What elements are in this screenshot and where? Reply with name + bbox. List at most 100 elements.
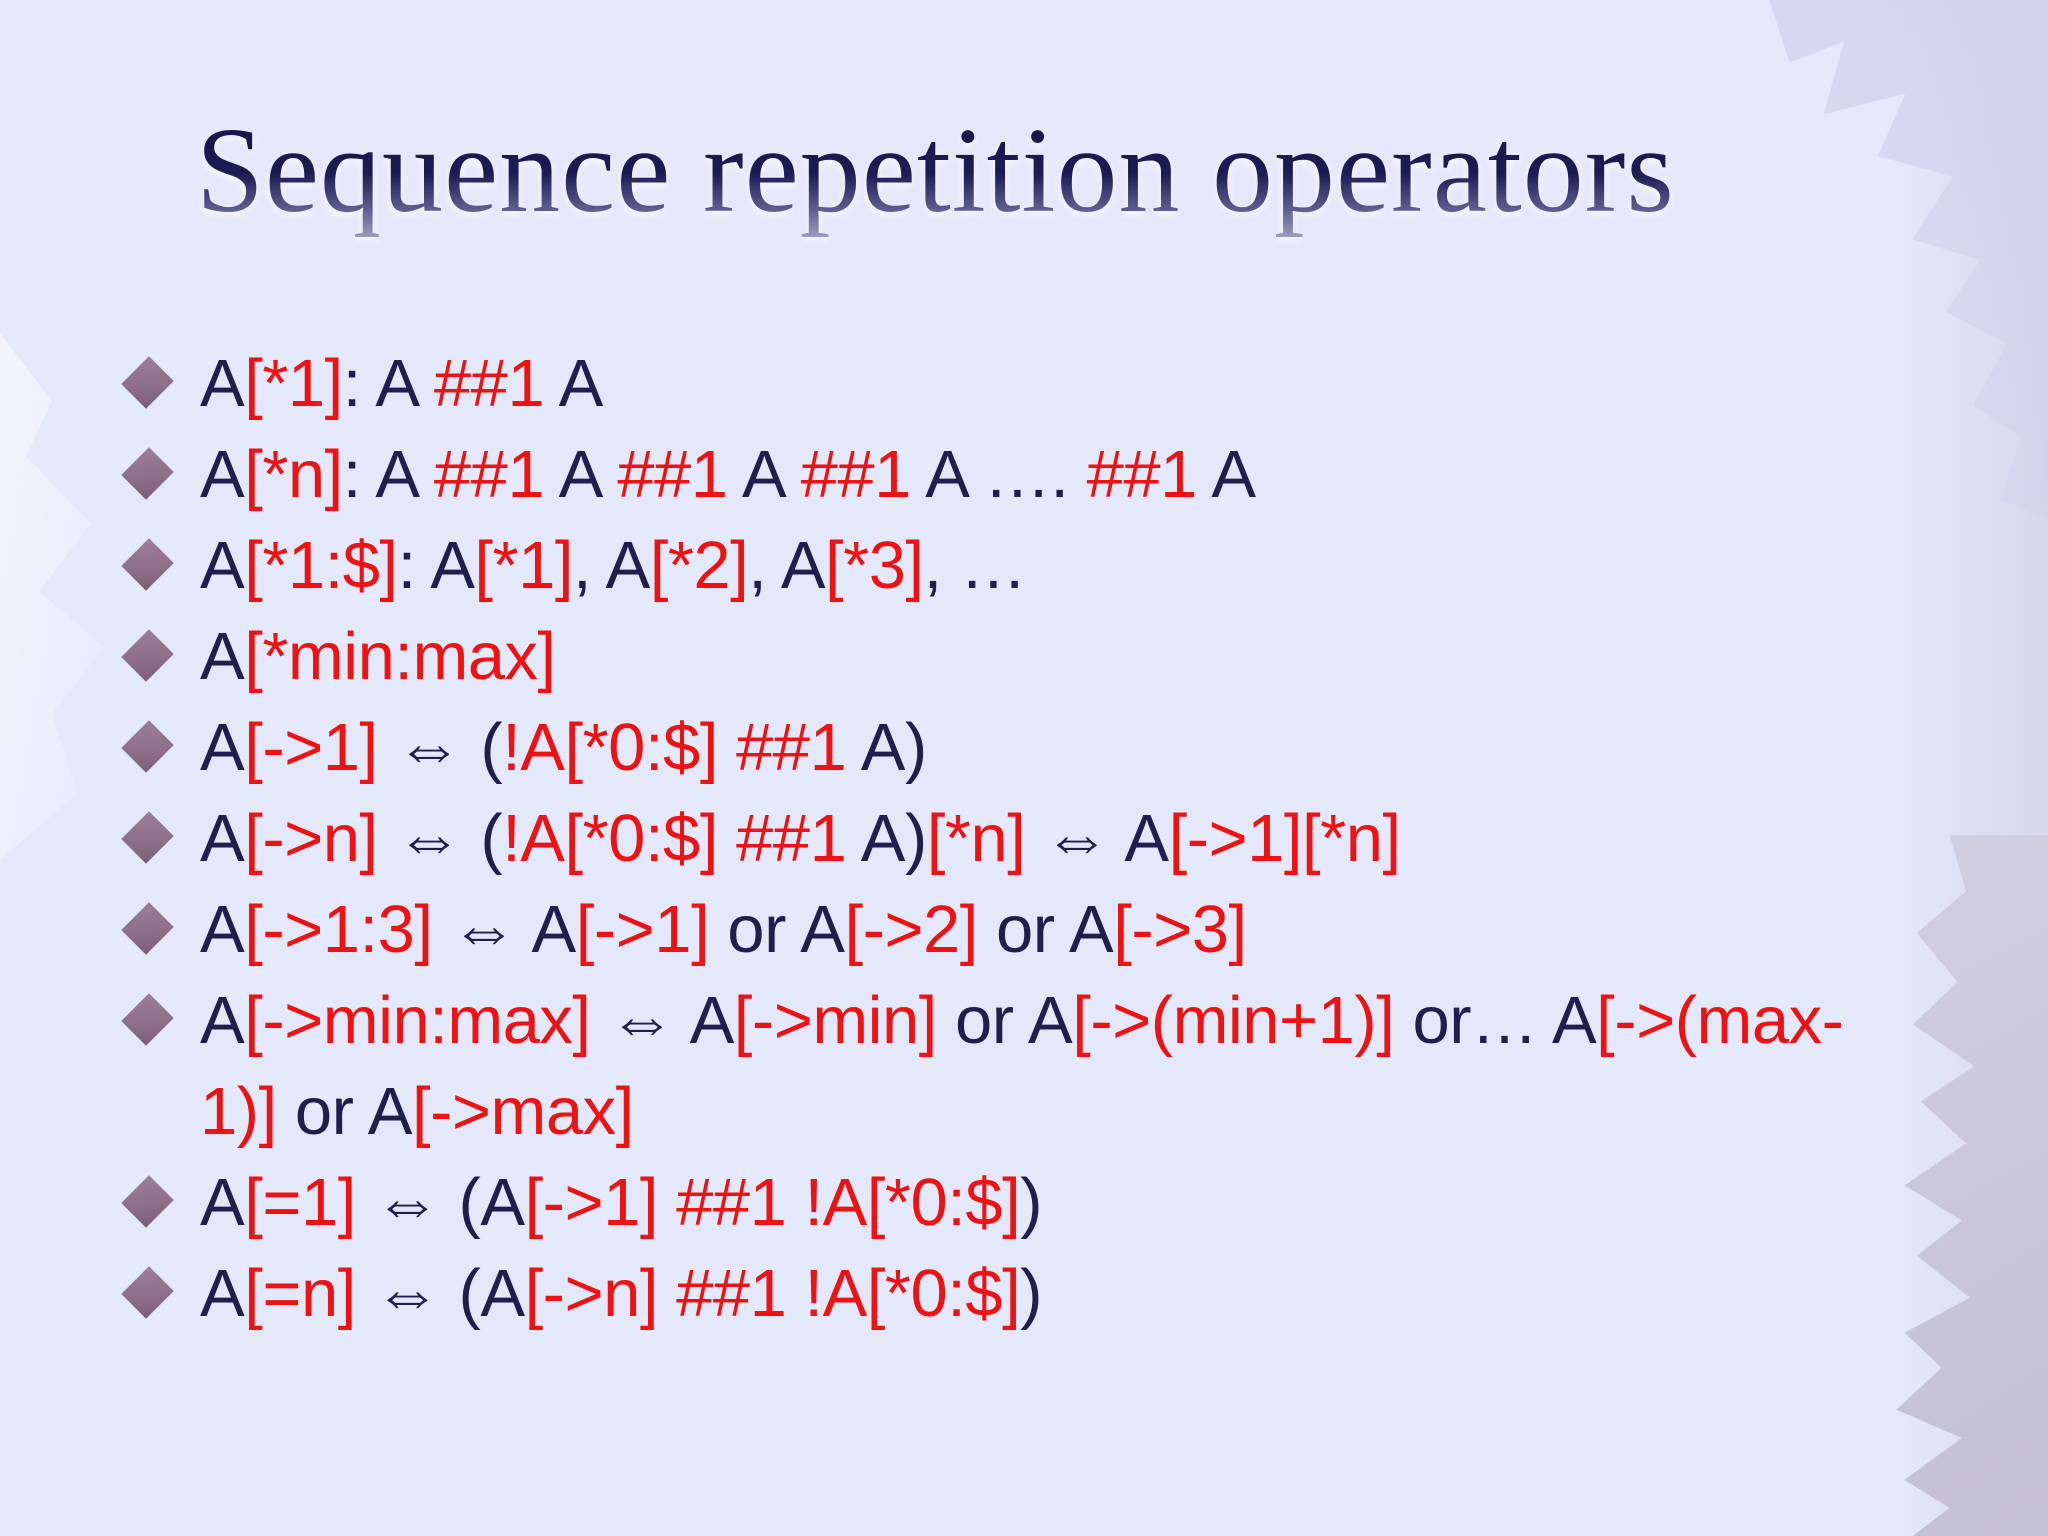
code-segment-navy: ⇔ (A	[355, 1165, 525, 1240]
bullet-text: A[=n] ⇔ (A[->n] ##1 !A[*0:$])	[200, 1256, 1043, 1331]
bullet-item: A[*min:max]	[121, 611, 1984, 702]
code-segment-navy: , A	[748, 528, 826, 603]
code-segment-red: [*2]	[649, 528, 749, 603]
code-segment-red: [->max]	[412, 1074, 634, 1149]
code-segment-red: [*n]	[926, 801, 1026, 876]
bullet-text: A[->n] ⇔ (!A[*0:$] ##1 A)[*n] ⇔ A[->1][*…	[200, 801, 1401, 876]
bullet-text: A[->1] ⇔ (!A[*0:$] ##1 A)	[200, 710, 927, 785]
code-segment-red: [*1:$]	[244, 528, 398, 603]
code-segment-navy: A	[200, 983, 245, 1058]
code-segment-navy: ⇔ (	[377, 710, 503, 785]
code-segment-red: ##1	[800, 437, 912, 512]
code-segment-navy: A	[727, 437, 801, 512]
code-segment-navy: or A	[936, 983, 1073, 1058]
code-segment-red: [=n]	[244, 1256, 356, 1331]
code-segment-red: [*n]	[244, 437, 343, 512]
bullet-item: A[=1] ⇔ (A[->1] ##1 !A[*0:$])	[121, 1157, 1984, 1248]
bullet-item: A[*n]: A ##1 A ##1 A ##1 A …. ##1 A	[121, 429, 1984, 520]
code-segment-red: !A[*0:$] ##1	[502, 710, 847, 785]
code-segment-red: [=1]	[244, 1165, 356, 1240]
code-segment-navy: or A	[276, 1074, 413, 1149]
code-segment-navy: , …	[923, 528, 1027, 603]
code-segment-navy: A)	[846, 801, 928, 876]
code-segment-red: [->n]	[244, 801, 378, 876]
code-segment-navy: ⇔ (A	[355, 1256, 525, 1331]
code-segment-red: [->2]	[844, 892, 978, 967]
diamond-bullet-icon	[121, 720, 174, 773]
code-segment-red: [->1][*n]	[1168, 801, 1402, 876]
code-segment-navy: A	[544, 437, 618, 512]
code-segment-red: [->3]	[1113, 892, 1247, 967]
code-segment-navy: ⇔ A	[590, 983, 735, 1058]
bullet-item: A[->1] ⇔ (!A[*0:$] ##1 A)	[121, 702, 1984, 793]
code-segment-red: ##1	[433, 346, 545, 421]
left-watercolor-texture	[0, 300, 104, 860]
code-segment-red: [->1]	[244, 710, 378, 785]
code-segment-navy: A	[200, 801, 245, 876]
bullet-item: A[->1:3] ⇔ A[->1] or A[->2] or A[->3]	[121, 884, 1984, 975]
code-segment-navy: A	[544, 346, 604, 421]
bullet-item: A[->min:max] ⇔ A[->min] or A[->(min+1)] …	[121, 975, 1984, 1157]
code-segment-navy: A	[200, 892, 245, 967]
code-segment-navy: or A	[977, 892, 1114, 967]
code-segment-navy: A	[200, 346, 245, 421]
bullet-text: A[=1] ⇔ (A[->1] ##1 !A[*0:$])	[200, 1165, 1043, 1240]
bullet-text: A[*1:$]: A[*1], A[*2], A[*3], …	[200, 528, 1027, 603]
code-segment-navy: A)	[846, 710, 928, 785]
code-segment-navy: : A	[342, 346, 434, 421]
diamond-bullet-icon	[121, 993, 174, 1046]
diamond-bullet-icon	[121, 1175, 174, 1228]
diamond-bullet-icon	[121, 811, 174, 864]
bullet-item: A[=n] ⇔ (A[->n] ##1 !A[*0:$])	[121, 1248, 1984, 1339]
diamond-bullet-icon	[121, 902, 174, 955]
code-segment-navy: )	[1020, 1165, 1043, 1240]
bullet-text: A[->1:3] ⇔ A[->1] or A[->2] or A[->3]	[200, 892, 1247, 967]
bullet-text: A[*min:max]	[200, 619, 556, 694]
code-segment-red: !A[*0:$] ##1	[502, 801, 847, 876]
code-segment-red: [->min]	[733, 983, 938, 1058]
code-segment-red: [->(min+1)]	[1072, 983, 1395, 1058]
code-segment-navy: or A	[709, 892, 845, 967]
code-segment-red: [->(max-	[1596, 983, 1844, 1058]
code-segment-red: [*1]	[244, 346, 343, 421]
diamond-bullet-icon	[121, 447, 174, 500]
code-segment-navy: : A	[397, 528, 475, 603]
code-segment-navy: or… A	[1394, 983, 1597, 1058]
diamond-bullet-icon	[121, 538, 174, 591]
code-segment-navy: A	[200, 528, 245, 603]
code-segment-navy: A	[1196, 437, 1256, 512]
code-segment-navy: ⇔ A	[432, 892, 577, 967]
code-segment-navy: A	[200, 710, 245, 785]
code-segment-red: [->1] ##1 !A[*0:$]	[524, 1165, 1021, 1240]
bullet-item: A[*1:$]: A[*1], A[*2], A[*3], …	[121, 520, 1984, 611]
bullet-text: A[*n]: A ##1 A ##1 A ##1 A …. ##1 A	[200, 437, 1256, 512]
code-segment-red: [*3]	[825, 528, 924, 603]
diamond-bullet-icon	[121, 1266, 174, 1319]
code-segment-navy: A	[200, 619, 245, 694]
code-segment-red: ##1	[617, 437, 728, 512]
bullet-item: A[->n] ⇔ (!A[*0:$] ##1 A)[*n] ⇔ A[->1][*…	[121, 793, 1984, 884]
slide-title: Sequence repetition operators	[196, 103, 1675, 238]
code-segment-navy: ⇔ (	[377, 801, 503, 876]
code-segment-navy: , A	[572, 528, 650, 603]
diamond-bullet-icon	[121, 629, 174, 682]
code-segment-navy: )	[1020, 1256, 1043, 1331]
code-segment-red: [*min:max]	[244, 619, 556, 694]
code-segment-navy: A	[200, 437, 245, 512]
bullet-item: A[*1]: A ##1 A	[121, 338, 1984, 429]
bullet-text: A[->min:max] ⇔ A[->min] or A[->(min+1)] …	[200, 983, 1844, 1149]
code-segment-red: 1)]	[200, 1074, 277, 1149]
code-segment-red: [->min:max]	[244, 983, 591, 1058]
bullet-text: A[*1]: A ##1 A	[200, 346, 603, 421]
diamond-bullet-icon	[121, 356, 174, 409]
code-segment-red: [->1]	[575, 892, 710, 967]
code-segment-navy: A ….	[910, 437, 1087, 512]
code-segment-red: ##1	[1086, 437, 1198, 512]
code-segment-navy: ⇔ A	[1025, 801, 1169, 876]
code-segment-navy: : A	[342, 437, 434, 512]
code-segment-red: [->1:3]	[244, 892, 433, 967]
code-segment-navy: A	[200, 1256, 245, 1331]
code-segment-red: [->n] ##1 !A[*0:$]	[524, 1256, 1021, 1331]
